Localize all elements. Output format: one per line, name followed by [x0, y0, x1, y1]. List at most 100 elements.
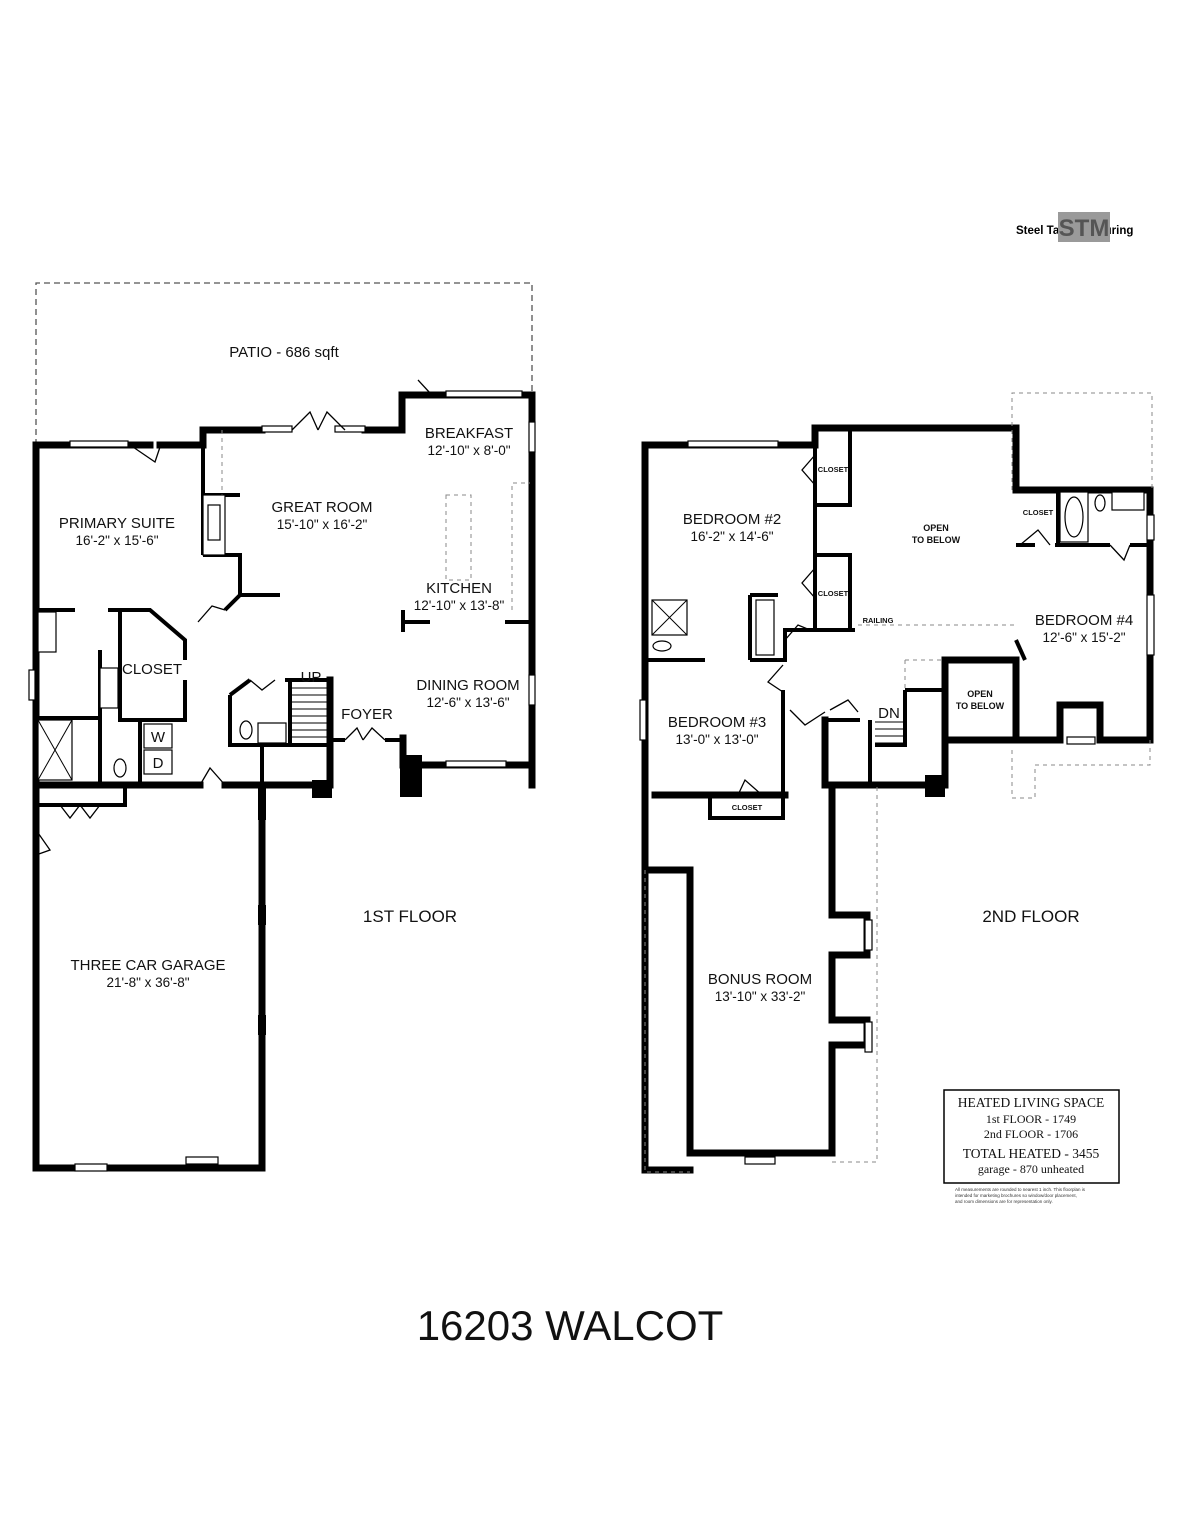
legend-box — [943, 1089, 1120, 1184]
second-floor-plan: BEDROOM #2 16'-2" x 14'-6" BEDROOM #3 13… — [639, 392, 1155, 1174]
logo-mark-icon — [1058, 212, 1110, 242]
washer-icon — [143, 723, 173, 749]
first-floor-plan: W D PATIO - 686 sqft BREAKFAST 12'-10" x… — [28, 282, 536, 1172]
wall — [641, 781, 871, 1157]
wall-column — [312, 780, 332, 798]
window — [445, 760, 507, 768]
property-title: 16203 WALCOT — [417, 1302, 724, 1349]
dryer-label: D — [153, 755, 164, 772]
vanity-sink-icon — [99, 667, 119, 709]
window — [69, 440, 129, 448]
logo-mark: STM — [1059, 215, 1110, 242]
patio-outline — [35, 282, 533, 445]
window — [639, 699, 647, 741]
interior-wall — [815, 553, 852, 630]
door-icon — [789, 709, 826, 726]
wall-column — [258, 785, 266, 820]
stairs-icon — [875, 721, 903, 744]
window — [687, 440, 779, 448]
door-icon — [829, 699, 859, 713]
toilet-icon — [1094, 494, 1106, 512]
wall — [641, 441, 694, 1174]
bedroom-3-dims: 13'-0" x 13'-0" — [675, 732, 758, 747]
door-icon — [35, 829, 52, 856]
interior-wall — [36, 785, 127, 807]
stairs-up-label: UP — [301, 669, 322, 686]
door-icon — [767, 664, 784, 693]
bonus-room-label: BONUS ROOM — [708, 971, 812, 988]
interior-wall — [228, 695, 262, 747]
disclaimer-line: intended for marketing brochures so wind… — [955, 1193, 1077, 1198]
bedroom-2-dims: 16'-2" x 14'-6" — [690, 529, 773, 544]
toilet-icon — [239, 720, 253, 740]
disclaimer-line: and room dimensions are for representati… — [955, 1199, 1053, 1204]
dining-room-label: DINING ROOM — [416, 677, 519, 694]
bedroom-4-dims: 12'-6" x 15'-2" — [1042, 630, 1125, 645]
door-icon — [737, 778, 763, 796]
dashed-line — [1011, 740, 1151, 799]
door-icon — [784, 624, 811, 641]
stairs-icon — [290, 687, 330, 747]
dining-room-dims: 12'-6" x 13'-6" — [426, 695, 509, 710]
sink-icon — [1111, 491, 1145, 511]
open-to-below-2-line1: OPEN — [967, 689, 993, 699]
wall — [156, 426, 266, 449]
great-room-label: GREAT ROOM — [271, 499, 372, 516]
kitchen-island — [445, 494, 472, 581]
open-to-below-1-line2: TO BELOW — [912, 535, 961, 545]
kitchen-counter — [511, 482, 530, 610]
wall-column — [258, 1015, 266, 1035]
window — [261, 425, 293, 433]
first-floor-label: 1ST FLOOR — [363, 907, 457, 926]
primary-suite-label: PRIMARY SUITE — [59, 515, 175, 532]
door-icon — [59, 803, 101, 820]
window — [1146, 594, 1155, 656]
vanity-sink-icon — [37, 611, 57, 653]
wall-column — [400, 755, 422, 797]
wall — [361, 391, 536, 789]
tub-inner — [1064, 496, 1084, 538]
disclaimer-line: All measurements are rounded to nearest … — [955, 1187, 1086, 1192]
foyer-label: FOYER — [341, 706, 393, 723]
stairs-down-label: DN — [878, 705, 900, 722]
interior-wall — [813, 428, 852, 507]
door-icon — [417, 379, 431, 394]
window — [334, 425, 366, 433]
bedroom-4-label: BEDROOM #4 — [1035, 612, 1133, 629]
window — [28, 669, 36, 701]
closet-label: CLOSET — [732, 803, 763, 812]
breakfast-label: BREAKFAST — [425, 425, 513, 442]
window — [185, 1156, 219, 1165]
closet-label: CLOSET — [122, 661, 182, 678]
garage-wall — [32, 781, 266, 1172]
wall — [641, 424, 1154, 744]
interior-wall — [875, 690, 907, 747]
window — [1066, 736, 1096, 745]
window — [528, 421, 536, 453]
door-icon — [801, 454, 816, 486]
door-icon — [199, 766, 226, 786]
interior-wall — [228, 678, 252, 697]
interior-wall — [203, 553, 242, 612]
interior-wall — [260, 680, 292, 785]
garage-label: THREE CAR GARAGE — [70, 957, 225, 974]
bedroom-3-label: BEDROOM #3 — [668, 714, 766, 731]
primary-suite-dims: 16'-2" x 15'-6" — [75, 533, 158, 548]
window — [744, 1156, 776, 1165]
window — [864, 1021, 873, 1053]
interior-wall — [108, 608, 187, 660]
dryer-icon — [143, 749, 173, 775]
window — [528, 674, 536, 706]
bedroom-2-label: BEDROOM #2 — [683, 511, 781, 528]
bonus-room-dims: 13'-10" x 33'-2" — [715, 989, 806, 1004]
toilet-icon — [113, 758, 127, 778]
door-icon — [801, 567, 816, 599]
window — [1146, 514, 1155, 541]
breakfast-dims: 12'-10" x 8'-0" — [427, 443, 510, 458]
legend-total: TOTAL HEATED - 3455 — [963, 1146, 1100, 1161]
vanity-sink-icon — [755, 599, 775, 656]
door-icon — [249, 679, 276, 691]
door-icon — [1019, 529, 1051, 546]
patio-label: PATIO - 686 sqft — [229, 344, 339, 361]
